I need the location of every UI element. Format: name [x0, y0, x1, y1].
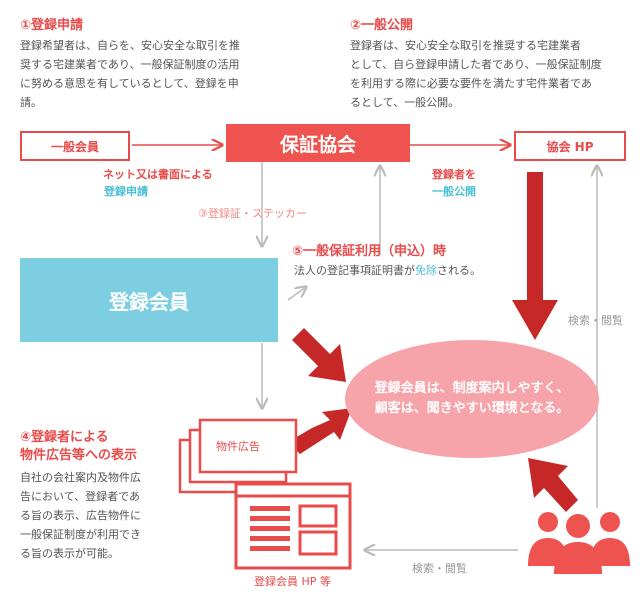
big-arrow-down [512, 172, 558, 340]
step4-title: ④登録者による [20, 430, 109, 445]
step4-line: る旨の表示が可能。 [20, 547, 119, 560]
association-box: 保証協会 [226, 124, 410, 162]
step1-line: に努める意思を有しているとして、登録を申 [20, 77, 239, 90]
step5-text: 法人の登記事項証明書が免除される。 [294, 262, 481, 278]
benefit-line: 顧客は、聞きやすい環境となる。 [374, 401, 570, 416]
benefit-line: 登録会員は、制度案内しやすく、 [374, 381, 570, 396]
search-label-member: 検索・閲覧 [412, 562, 467, 575]
public-label-2: 一般公開 [432, 185, 476, 198]
association-hp-box: 協会 HP [514, 131, 626, 161]
ad-label: 物件広告 [216, 440, 260, 453]
net-apply-label-2: 登録申請 [104, 185, 148, 198]
step3-label: ③登録証・ステッカー [198, 207, 307, 220]
step1-title: ①登録申請 [20, 18, 84, 33]
step1-line: 請。 [20, 96, 42, 109]
step4-line: 告において、登録者であ [20, 490, 141, 503]
search-label-hp: 検索・閲覧 [568, 314, 623, 327]
member-hp-label: 登録会員 HP 等 [254, 575, 331, 588]
benefit-ellipse: 登録会員は、制度案内しやすく、 顧客は、聞きやすい環境となる。 [345, 340, 599, 458]
step4-line: 自社の会社案内及物件広 [20, 471, 141, 484]
public-label: 登録者を [432, 168, 476, 181]
step5-title: ⑤一般保証利用（申込）時 [292, 244, 447, 259]
step1-line: 奨する宅建業者であり、一般保証制度の活用 [20, 58, 240, 71]
step5-highlight: 免除 [415, 264, 437, 277]
step4-title-2: 物件広告等への表示 [20, 448, 138, 463]
step2-line: るとして、一般公開。 [350, 96, 460, 109]
net-apply-label: ネット又は書面による [103, 168, 213, 181]
arrow-step5 [287, 287, 306, 301]
general-member-box: 一般会員 [20, 131, 130, 161]
ad-doc-front [198, 418, 298, 474]
step2-line: を利用する際に必要な要件を満たす宅件業者であ [350, 77, 592, 90]
step1-text: 登録希望者は、自らを、安心安全な取引を推 奨する宅建業者であり、一般保証制度の活… [20, 36, 260, 112]
step2-line: として、自ら登録申請した者であり、一般保証制度 [350, 58, 602, 71]
step4-line: 一般保証制度が利用でき [20, 528, 141, 541]
big-arrow-ad [288, 408, 352, 454]
step5-text-suffix: される。 [437, 264, 481, 277]
big-arrow-member [292, 328, 346, 382]
step1-line: 登録希望者は、自らを、安心安全な取引を推 [20, 39, 240, 52]
registered-member-box: 登録会員 [20, 258, 278, 342]
step2-text: 登録者は、安心安全な取引を推奨する宅建業者 として、自ら登録申請した者であり、一… [350, 36, 630, 112]
step5-text-prefix: 法人の登記事項証明書が [294, 264, 415, 277]
step4-text: 自社の会社案内及物件広 告において、登録者であ る旨の表示、広告物件に 一般保証… [20, 468, 170, 563]
step4-line: る旨の表示、広告物件に [20, 509, 141, 522]
big-arrow-users [528, 458, 578, 512]
step2-title: ②一般公開 [350, 18, 414, 33]
step2-line: 登録者は、安心安全な取引を推奨する宅建業者 [350, 39, 581, 52]
users-icon [528, 512, 630, 574]
